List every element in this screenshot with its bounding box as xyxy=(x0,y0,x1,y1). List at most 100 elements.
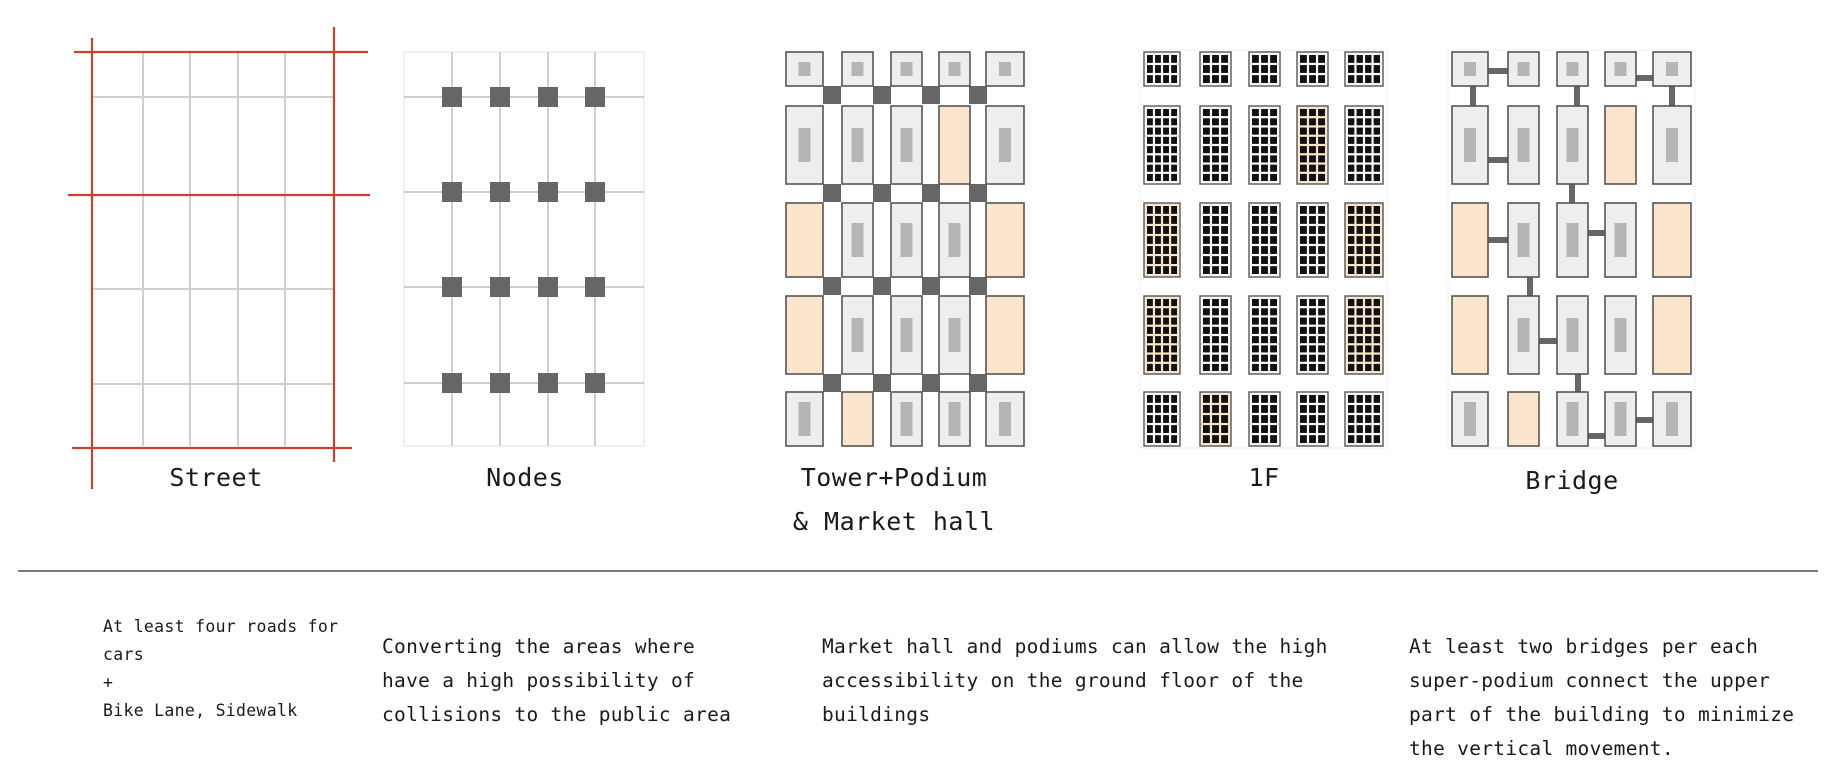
window-cell xyxy=(1221,109,1228,117)
window-cell xyxy=(1212,65,1219,73)
window-cell xyxy=(1365,206,1372,214)
window-cell xyxy=(1373,405,1380,413)
window-cell xyxy=(1356,65,1363,73)
window-cell xyxy=(1373,226,1380,234)
podium-block xyxy=(785,295,824,375)
window-cell xyxy=(1163,299,1169,307)
window-cell xyxy=(1147,236,1153,244)
building-plan xyxy=(1296,105,1329,185)
window-cell xyxy=(1221,266,1228,274)
window-cell xyxy=(1300,75,1307,83)
window-cell xyxy=(1171,326,1177,334)
window-cell xyxy=(1270,236,1277,244)
window-cell xyxy=(1365,146,1372,154)
window-cell xyxy=(1171,109,1177,117)
window-cell xyxy=(1261,415,1268,423)
window-cell xyxy=(1171,354,1177,362)
node-marker xyxy=(873,184,891,202)
window-cell xyxy=(1309,354,1316,362)
window-cell xyxy=(1318,256,1325,264)
window-cell xyxy=(1155,118,1161,126)
window-cell xyxy=(1212,395,1219,403)
window-cell xyxy=(1348,75,1355,83)
window-cell xyxy=(1348,216,1355,224)
window-cell xyxy=(1300,345,1307,353)
window-cell xyxy=(1221,127,1228,135)
window-cell xyxy=(1318,173,1325,181)
window-grid-icon xyxy=(1147,109,1177,181)
window-cell xyxy=(1318,354,1325,362)
window-cell xyxy=(1155,65,1161,73)
window-cell xyxy=(1147,256,1153,264)
window-cell xyxy=(1163,336,1169,344)
window-cell xyxy=(1365,345,1372,353)
window-cell xyxy=(1365,299,1372,307)
podium-block xyxy=(1451,202,1489,278)
window-cell xyxy=(1155,435,1161,443)
window-cell xyxy=(1356,164,1363,172)
window-cell xyxy=(1373,164,1380,172)
window-cell xyxy=(1365,317,1372,325)
window-grid-icon xyxy=(1348,109,1380,181)
window-cell xyxy=(1252,425,1259,433)
window-cell xyxy=(1270,155,1277,163)
window-cell xyxy=(1203,246,1210,254)
window-cell xyxy=(1147,266,1153,274)
window-cell xyxy=(1212,415,1219,423)
window-cell xyxy=(1261,308,1268,316)
square-node-icon xyxy=(490,277,510,297)
window-cell xyxy=(1163,226,1169,234)
window-cell xyxy=(1318,206,1325,214)
window-cell xyxy=(1221,75,1228,83)
window-cell xyxy=(1318,326,1325,334)
window-cell xyxy=(1373,299,1380,307)
window-cell xyxy=(1221,395,1228,403)
window-cell xyxy=(1365,256,1372,264)
window-cell xyxy=(1300,109,1307,117)
window-cell xyxy=(1270,435,1277,443)
building-plan xyxy=(1199,105,1232,185)
window-cell xyxy=(1252,405,1259,413)
window-cell xyxy=(1348,363,1355,371)
window-cell xyxy=(1348,395,1355,403)
core-shaft xyxy=(999,402,1011,436)
core-shaft xyxy=(1566,318,1579,352)
window-grid-icon xyxy=(1147,206,1177,274)
window-cell xyxy=(1348,118,1355,126)
node-marker xyxy=(823,86,841,104)
window-cell xyxy=(1155,299,1161,307)
window-cell xyxy=(1171,136,1177,144)
window-cell xyxy=(1348,435,1355,443)
square-node-icon xyxy=(538,373,558,393)
window-cell xyxy=(1365,363,1372,371)
window-cell xyxy=(1270,354,1277,362)
core-shaft xyxy=(900,318,913,352)
window-cell xyxy=(1261,65,1268,73)
window-cell xyxy=(1171,155,1177,163)
bridge-label: Bridge xyxy=(1525,466,1619,495)
core-shaft xyxy=(1614,223,1627,257)
window-cell xyxy=(1163,326,1169,334)
building-plan xyxy=(1248,295,1281,375)
window-cell xyxy=(1300,266,1307,274)
window-cell xyxy=(1261,146,1268,154)
window-cell xyxy=(1203,236,1210,244)
window-cell xyxy=(1171,415,1177,423)
window-cell xyxy=(1348,173,1355,181)
window-cell xyxy=(1203,109,1210,117)
window-grid-icon xyxy=(1348,206,1380,274)
window-cell xyxy=(1155,75,1161,83)
window-cell xyxy=(1171,55,1177,63)
window-cell xyxy=(1373,363,1380,371)
window-cell xyxy=(1171,226,1177,234)
window-cell xyxy=(1348,299,1355,307)
window-cell xyxy=(1221,308,1228,316)
window-cell xyxy=(1261,206,1268,214)
window-cell xyxy=(1365,75,1372,83)
window-cell xyxy=(1270,246,1277,254)
window-cell xyxy=(1155,246,1161,254)
window-cell xyxy=(1309,256,1316,264)
window-cell xyxy=(1356,155,1363,163)
window-cell xyxy=(1252,299,1259,307)
window-cell xyxy=(1155,206,1161,214)
